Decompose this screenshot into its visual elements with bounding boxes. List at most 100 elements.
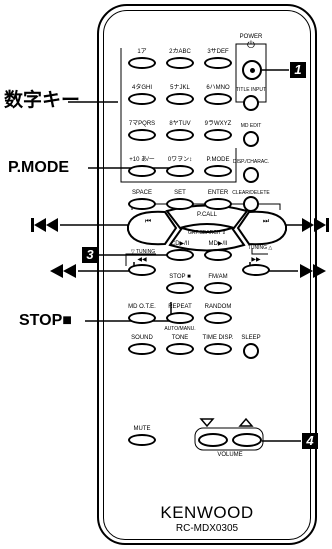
num-1-label: 1ア xyxy=(137,49,147,55)
volume-down-key[interactable] xyxy=(198,433,228,447)
callout-badge-1: 1 xyxy=(290,62,306,78)
random-key[interactable] xyxy=(204,312,232,324)
skip-forward-symbol-upper xyxy=(302,218,329,232)
time-disp-key[interactable] xyxy=(204,343,232,355)
rewind-symbol-lower xyxy=(50,264,76,278)
num-3-key[interactable] xyxy=(204,57,232,69)
md-label: MD▶/II xyxy=(208,241,228,247)
numeric-keys-bracket xyxy=(120,48,237,183)
volume-label: VOLUME xyxy=(217,452,243,458)
numeric-keys-callout: 数字キー xyxy=(4,90,81,111)
num-1-key[interactable] xyxy=(128,57,156,69)
sleep-key[interactable] xyxy=(243,343,259,359)
fm-am-key[interactable] xyxy=(204,282,232,294)
power-icon: ⏻ xyxy=(247,40,255,51)
set-key[interactable] xyxy=(166,198,194,210)
mute-key[interactable] xyxy=(128,434,156,446)
brand-logo: KENWOOD xyxy=(160,503,254,522)
sound-label: SOUND xyxy=(131,335,153,341)
space-key[interactable] xyxy=(128,198,156,210)
clear-delete-key[interactable] xyxy=(243,196,259,212)
num-9-label: 9ラWXYZ xyxy=(204,121,232,127)
num-3-label: 3サDEF xyxy=(207,49,229,55)
tone-label: TONE xyxy=(171,335,189,341)
num-6-key[interactable] xyxy=(204,93,232,105)
fast-forward-symbol-lower xyxy=(300,264,326,278)
cd-play-pause-key[interactable] xyxy=(166,249,194,261)
power-group-outline xyxy=(235,43,267,103)
md-ote-label: MD O.T.E. xyxy=(128,304,156,310)
tuning-up-label: TUNING △ xyxy=(247,245,273,251)
power-button-dot xyxy=(250,68,255,73)
md-ote-key[interactable] xyxy=(128,312,156,324)
clear-delete-label: CLEAR/DELETE xyxy=(232,190,270,196)
tuning-left-bracket xyxy=(125,253,156,266)
num-plus10-key[interactable] xyxy=(128,165,156,177)
num-4-key[interactable] xyxy=(128,93,156,105)
ff-key[interactable] xyxy=(242,264,270,276)
rew-key[interactable] xyxy=(128,264,156,276)
ff-label: ▶▶ xyxy=(251,257,261,263)
prev-key-label: ⏮ xyxy=(144,218,152,225)
disp-charac-key[interactable] xyxy=(243,167,259,183)
num-4-label: 4タGHI xyxy=(131,85,153,91)
mute-label: MUTE xyxy=(133,426,151,432)
volume-group-outline xyxy=(194,427,264,451)
num-0-key[interactable] xyxy=(166,165,194,177)
power-button[interactable] xyxy=(242,60,262,80)
num-9-key[interactable] xyxy=(204,129,232,141)
next-key-label: ⏭ xyxy=(262,218,270,225)
num-2-label: 2カABC xyxy=(169,49,191,55)
md-play-pause-key[interactable] xyxy=(204,249,232,261)
num-2-key[interactable] xyxy=(166,57,194,69)
num-plus10-label: +10 あ/ー xyxy=(129,157,155,163)
stop-key[interactable] xyxy=(166,282,194,294)
num-0-label: 0ワヲン↕ xyxy=(167,157,193,163)
pmode-key-label: P.MODE xyxy=(206,157,230,163)
tuning-down-label: ▽ TUNING xyxy=(130,249,156,255)
tone-key[interactable] xyxy=(166,343,194,355)
md-edit-label: MD EDIT xyxy=(240,123,262,129)
space-label: SPACE xyxy=(132,190,152,196)
volume-down-triangle xyxy=(199,418,215,428)
pmode-key[interactable] xyxy=(204,165,232,177)
tuning-right-bracket xyxy=(251,248,268,255)
num-8-key[interactable] xyxy=(166,129,194,141)
auto-manu-label: AUTO/MANU. xyxy=(164,326,196,332)
num-5-key[interactable] xyxy=(166,93,194,105)
num-5-label: 5ナJKL xyxy=(170,85,190,91)
next-key xyxy=(236,210,287,246)
md-edit-key[interactable] xyxy=(243,131,259,147)
num-6-label: 6ハMNO xyxy=(206,85,230,91)
skip-back-symbol-upper xyxy=(31,218,58,232)
sound-key[interactable] xyxy=(128,343,156,355)
cd-label: CD▶/II xyxy=(170,241,190,247)
title-input-key[interactable] xyxy=(243,95,259,111)
callout-badge-3: 3 xyxy=(82,247,98,263)
repeat-key[interactable] xyxy=(166,312,194,324)
rew-label: ◀◀ xyxy=(137,257,147,263)
grp-down-key xyxy=(168,226,246,252)
disp-charac-label: DISP./CHARAC. xyxy=(232,159,270,165)
power-label: POWER xyxy=(239,34,263,40)
volume-up-triangle xyxy=(238,417,254,427)
model-number: RC-MDX0305 xyxy=(175,523,239,534)
fm-am-label: FM/AM xyxy=(208,274,228,280)
stop-key-label: STOP ■ xyxy=(169,274,191,280)
remote-control-inner-outline xyxy=(103,10,311,540)
prev-key xyxy=(127,210,178,246)
volume-up-key[interactable] xyxy=(232,433,262,447)
title-input-label: TITLE INPUT xyxy=(235,87,267,93)
set-label: SET xyxy=(174,190,186,196)
enter-label: ENTER xyxy=(207,190,229,196)
num-8-label: 8ヤTUV xyxy=(169,121,191,127)
num-7-label: 7マPQRS xyxy=(128,121,156,127)
sleep-label: SLEEP xyxy=(241,335,261,341)
stop-callout: STOP■ xyxy=(19,312,72,329)
enter-key[interactable] xyxy=(204,198,232,210)
num-7-key[interactable] xyxy=(128,129,156,141)
callout-badge-4: 4 xyxy=(302,433,318,449)
time-disp-label: TIME DISP. xyxy=(202,335,234,341)
pcall-label: P.CALL xyxy=(197,212,217,218)
